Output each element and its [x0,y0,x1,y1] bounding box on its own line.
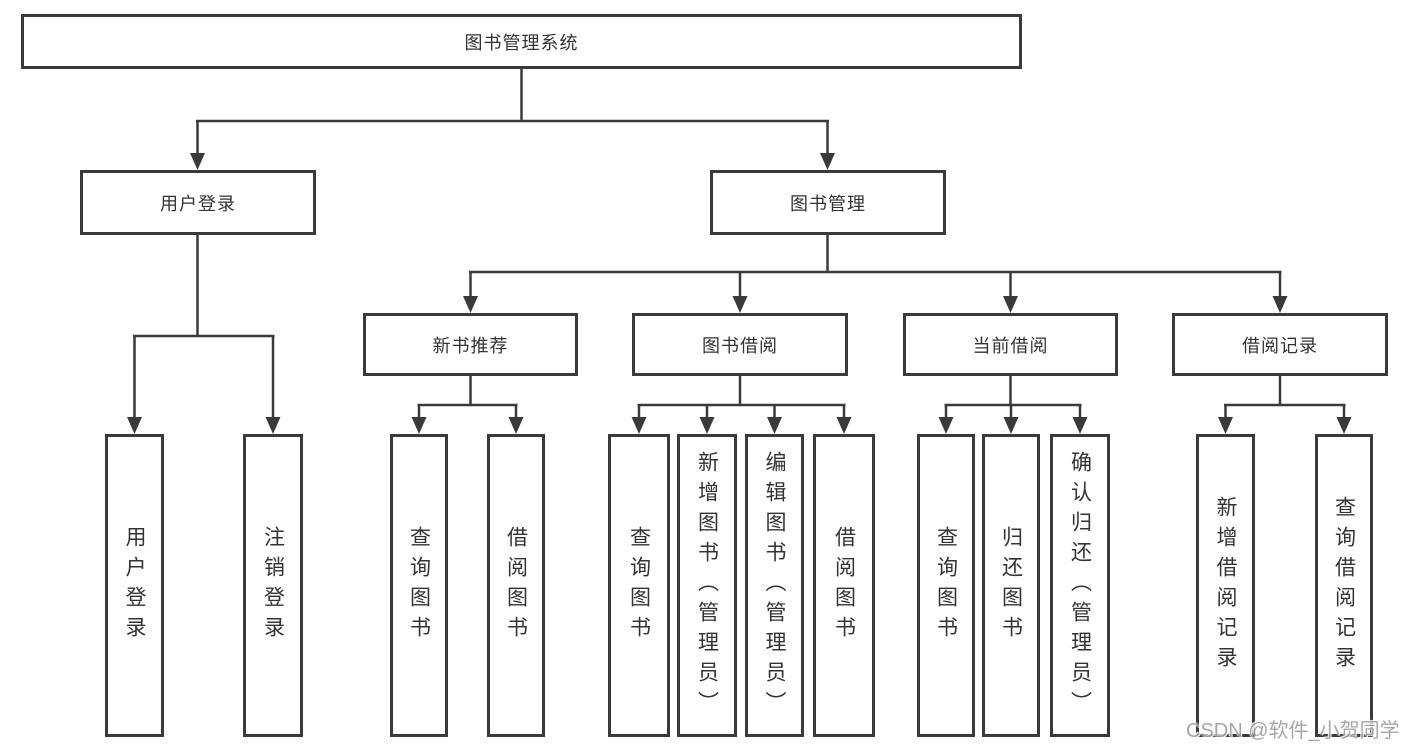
node-new-book-recommend: 新书推荐 [363,313,578,376]
node-book-management: 图书管理 [710,170,946,235]
node-current-query-books: 查询图书 [917,434,975,737]
node-current-return-books-label: 归还图书 [999,525,1023,646]
node-records-add-borrow-record: 新增借阅记录 [1196,434,1255,737]
node-book-borrow: 图书借阅 [632,313,848,376]
node-new-book-recommend-label: 新书推荐 [432,335,509,356]
node-records-query-borrow-record-label: 查询借阅记录 [1332,495,1356,676]
node-borrow-records-label: 借阅记录 [1242,335,1318,356]
node-records-query-borrow-record: 查询借阅记录 [1315,434,1373,737]
node-borrow-query-books: 查询图书 [608,434,670,737]
node-recommend-query-books-label: 查询图书 [407,525,431,646]
node-borrow-edit-books-admin-label: 编辑图书（管理员） [763,450,786,721]
node-user-login-action-label: 用户登录 [123,525,146,646]
node-root-library-system: 图书管理系统 [21,14,1022,69]
node-book-management-label: 图书管理 [790,193,866,214]
node-current-query-books-label: 查询图书 [934,525,958,646]
node-records-add-borrow-record-label: 新增借阅记录 [1214,495,1237,676]
node-borrow-add-books-admin: 新增图书（管理员） [677,434,737,737]
node-borrow-borrow-books-label: 借阅图书 [832,525,856,646]
node-recommend-borrow-books-label: 借阅图书 [504,525,528,646]
node-user-login-action: 用户登录 [105,434,164,737]
node-logout-action-label: 注销登录 [261,525,285,646]
node-user-login-label: 用户登录 [160,193,236,214]
node-user-login: 用户登录 [80,170,316,235]
node-root-label: 图书管理系统 [464,32,579,53]
node-current-return-books: 归还图书 [982,434,1040,737]
node-current-borrow-label: 当前借阅 [972,335,1049,356]
node-borrow-add-books-admin-label: 新增图书（管理员） [695,450,719,721]
node-borrow-borrow-books: 借阅图书 [813,434,875,737]
node-recommend-query-books: 查询图书 [390,434,448,737]
node-current-confirm-return-admin: 确认归还（管理员） [1050,434,1110,737]
node-borrow-query-books-label: 查询图书 [627,525,651,646]
node-logout-action: 注销登录 [243,434,303,737]
node-borrow-records: 借阅记录 [1172,313,1388,376]
node-borrow-edit-books-admin: 编辑图书（管理员） [745,434,804,737]
csdn-watermark: CSDN @软件_小贺同学 [1186,720,1400,742]
node-recommend-borrow-books: 借阅图书 [487,434,545,737]
node-current-borrow: 当前借阅 [903,313,1118,376]
node-current-confirm-return-admin-label: 确认归还（管理员） [1068,450,1092,721]
node-book-borrow-label: 图书借阅 [702,335,778,356]
